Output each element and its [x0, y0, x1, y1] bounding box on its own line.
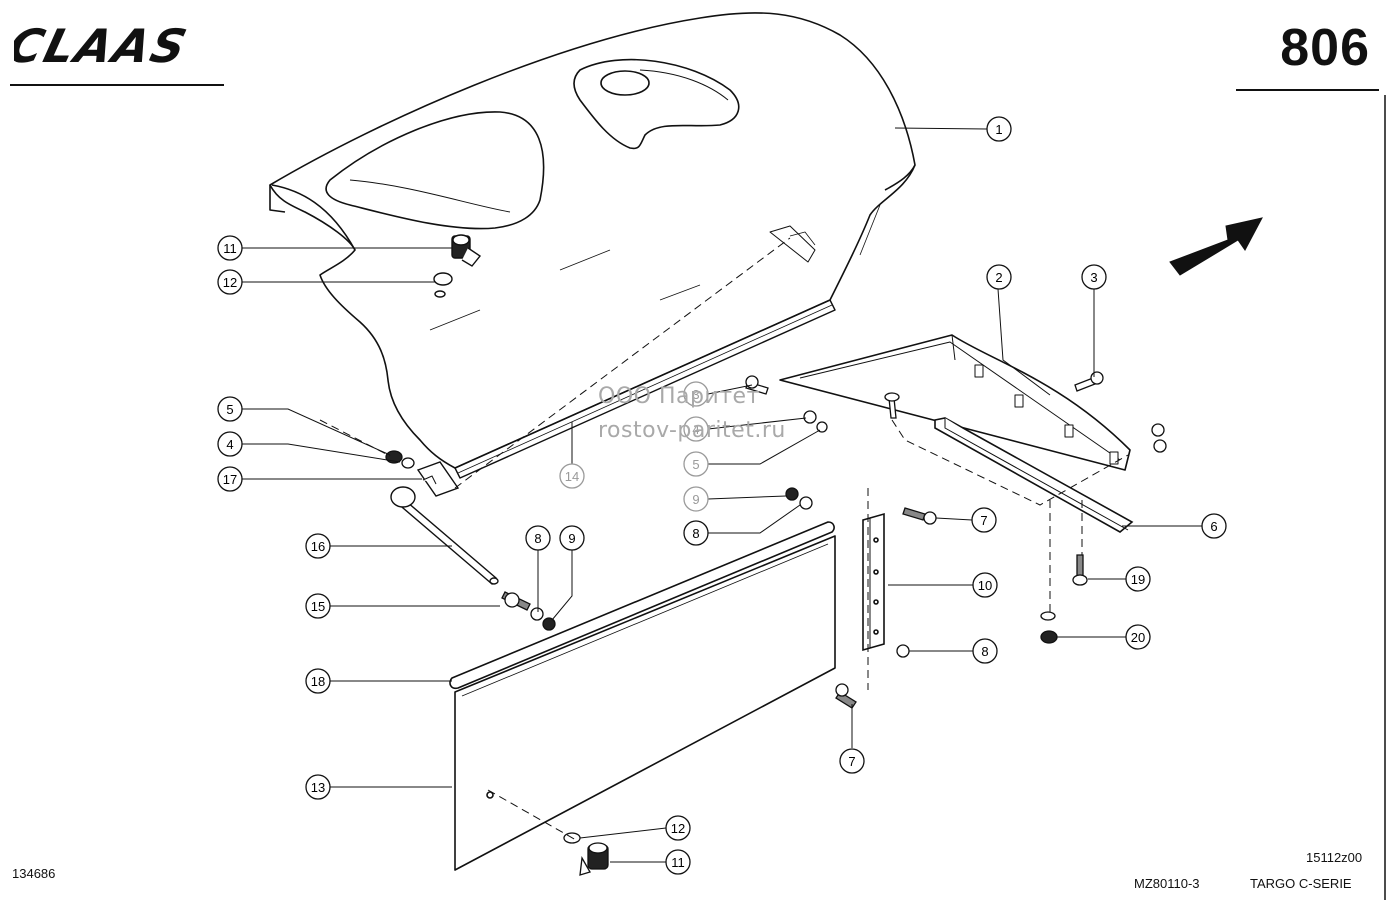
callout-circle-4-ghost — [683, 416, 709, 442]
callout-label: 7 — [980, 513, 987, 528]
callout-circle-10 — [972, 572, 998, 598]
callout-label: 10 — [978, 578, 992, 593]
footer-series: TARGO C-SERIE — [1250, 876, 1352, 891]
callout-circle-8-center — [683, 520, 709, 546]
callout-circle-9-left — [559, 525, 585, 551]
callout-circle-17 — [217, 466, 243, 492]
page-number: 806 — [1280, 19, 1370, 77]
part-side-panel — [449, 521, 836, 871]
callout-label: 1 — [995, 122, 1002, 137]
svg-text:CLAAS: CLAAS — [14, 21, 193, 68]
callout-circle-12-upper — [217, 269, 243, 295]
callout-circle-11-upper — [217, 235, 243, 261]
callout-label: 4 — [226, 437, 233, 452]
callout-label: 7 — [848, 754, 855, 769]
part-plate — [862, 512, 885, 652]
callout-circle-12-lower — [665, 815, 691, 841]
direction-arrow — [1169, 217, 1263, 276]
callout-circle-3-ghost — [683, 381, 709, 407]
part-hood-cover — [269, 12, 916, 479]
callout-label: 2 — [995, 270, 1002, 285]
callout-label: 9 — [568, 531, 575, 546]
callout-label: 12 — [671, 821, 685, 836]
watermark-company: ООО Паритет — [598, 384, 760, 409]
brand-logo: CLAAS — [14, 21, 193, 68]
callout-label: 3 — [692, 387, 699, 402]
callout-label: 12 — [223, 275, 237, 290]
callout-circle-14 — [559, 463, 585, 489]
callout-circle-11-lower — [665, 849, 691, 875]
callout-label: 3 — [1090, 270, 1097, 285]
callout-label: 20 — [1131, 630, 1145, 645]
header-rule-left — [10, 84, 224, 86]
callout-circle-9-ghost — [683, 486, 709, 512]
part-hinge-bracket — [416, 461, 460, 497]
callout-label: 11 — [223, 241, 237, 256]
callout-label: 15 — [311, 599, 325, 614]
callout-circle-6 — [1201, 513, 1227, 539]
header-rule-right — [1236, 89, 1379, 91]
callout-circle-19 — [1125, 566, 1151, 592]
callout-numbers: 1 11 12 2 3 5 4 17 14 3 4 5 9 8 16 8 9 1… — [223, 122, 1218, 870]
callout-label: 8 — [534, 531, 541, 546]
callout-label: 9 — [692, 492, 699, 507]
callout-circle-7-upper — [971, 507, 997, 533]
callout-leaders — [242, 127, 1202, 863]
callout-label: 11 — [671, 855, 685, 870]
callout-label: 6 — [1210, 519, 1217, 534]
part-gas-strut — [390, 486, 499, 586]
callout-circle-18 — [305, 668, 331, 694]
part-bracket — [779, 334, 1131, 471]
callout-circle-3 — [1081, 264, 1107, 290]
footer-left-code: 134686 — [12, 866, 56, 881]
watermark-url: rostov-paritet.ru — [598, 418, 786, 443]
callout-circle-13 — [305, 774, 331, 800]
callout-circle-8-right — [972, 638, 998, 664]
part-latch-upper — [433, 234, 482, 298]
callout-circle-4 — [217, 431, 243, 457]
footer-right-code: 15112z00 — [1306, 850, 1363, 865]
callout-label: 19 — [1131, 572, 1145, 587]
callout-circle-20 — [1125, 624, 1151, 650]
callout-circle-15 — [305, 593, 331, 619]
callout-circle-8-left — [525, 525, 551, 551]
callout-label: 4 — [692, 422, 699, 437]
footer-drawing-code: MZ80110-3 — [1134, 876, 1200, 891]
callout-label: 5 — [226, 402, 233, 417]
callout-label: 16 — [311, 539, 325, 554]
callout-label: 17 — [223, 472, 237, 487]
callout-label: 13 — [311, 780, 325, 795]
callout-label: 18 — [311, 674, 325, 689]
callout-label: 8 — [981, 644, 988, 659]
callout-label: 14 — [565, 469, 579, 484]
callout-circles — [217, 116, 1227, 875]
callout-circle-16 — [305, 533, 331, 559]
callout-label: 8 — [692, 526, 699, 541]
callout-circle-1 — [986, 116, 1012, 142]
callout-label: 5 — [692, 457, 699, 472]
callout-circle-2 — [986, 264, 1012, 290]
callout-circle-5-ghost — [683, 451, 709, 477]
callout-circle-7-lower — [839, 748, 865, 774]
callout-circle-5 — [217, 396, 243, 422]
